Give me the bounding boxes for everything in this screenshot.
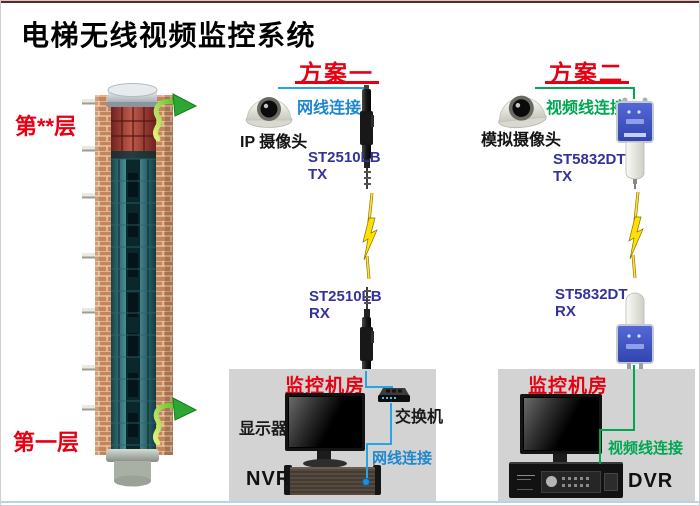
monitor-stand-1 xyxy=(317,451,331,460)
scheme2-cable-label: 视频线连接 xyxy=(546,100,627,117)
nvr-label: NVR xyxy=(246,468,292,490)
shaft-cap xyxy=(106,83,159,107)
top-exit-arrow-icon xyxy=(152,93,198,141)
rx-radio-unit-icon xyxy=(616,292,654,370)
dvr-device-icon xyxy=(509,462,623,498)
switch-icon xyxy=(378,388,410,402)
top-floor-label: 第**层 xyxy=(15,114,77,139)
monitor-base-1 xyxy=(303,459,347,468)
switch-label: 交换机 xyxy=(395,409,444,426)
monitoring-room-title-2: 监控机房 xyxy=(528,376,609,397)
wireless-lightning-icon xyxy=(362,192,378,280)
monitor-icon-1 xyxy=(285,393,365,451)
scheme1-cable-label: 网线连接 xyxy=(297,100,362,117)
wireless-lightning-icon xyxy=(628,191,644,279)
monitoring-room-title-1: 监控机房 xyxy=(285,376,366,397)
tx-role: TX xyxy=(308,166,328,183)
room2-cable-label: 视频线连接 xyxy=(608,440,684,457)
dvr-label: DVR xyxy=(628,470,674,492)
tx-device-label: ST2510LB TX xyxy=(308,149,381,183)
tx-model-2: ST5832DT xyxy=(553,151,626,168)
video-cable-line xyxy=(599,429,635,431)
nvr-right-ear xyxy=(373,465,381,495)
tx-antenna-icon xyxy=(360,85,374,189)
nvr-device-icon xyxy=(290,467,375,495)
tx-device-label-2: ST5832DT TX xyxy=(553,151,626,185)
video-cable-line xyxy=(599,431,601,464)
page-title: 电梯无线视频监控系统 xyxy=(21,20,317,51)
rx-role: RX xyxy=(309,305,330,322)
network-cable-line xyxy=(278,87,366,89)
elevator-shaft-illustration xyxy=(82,83,173,487)
monitor-label: 显示器 xyxy=(239,421,288,438)
nvr-cable-connector xyxy=(362,478,370,486)
scheme2-camera-label: 模拟摄像头 xyxy=(481,132,562,149)
glass-shaft xyxy=(111,107,156,449)
rx-model-2: ST5832DT xyxy=(555,286,628,303)
video-cable-line xyxy=(535,87,635,89)
rx-role-2: RX xyxy=(555,303,576,320)
network-cable-line xyxy=(390,403,392,445)
network-cable-line xyxy=(366,443,392,445)
rx-device-label: ST2510LB RX xyxy=(309,288,382,322)
network-cable-line xyxy=(366,445,368,480)
first-floor-label: 第一层 xyxy=(13,430,80,455)
video-cable-line xyxy=(633,365,635,431)
scheme1-camera-label: IP 摄像头 xyxy=(240,134,308,151)
network-cable-line xyxy=(365,386,393,388)
rx-model: ST2510LB xyxy=(309,288,382,305)
tx-model: ST2510LB xyxy=(308,149,381,166)
rx-device-label-2: ST5832DT RX xyxy=(555,286,628,320)
shaft-base xyxy=(106,449,159,487)
bottom-border xyxy=(1,501,699,503)
room1-cable-label: 网线连接 xyxy=(372,450,433,467)
video-cable-line xyxy=(633,88,635,99)
monitor-icon-2 xyxy=(520,394,602,454)
top-border xyxy=(1,1,699,3)
tx-radio-unit-icon xyxy=(616,97,654,189)
analog-dome-camera-icon xyxy=(498,95,547,129)
monitor-stand-2 xyxy=(553,454,567,463)
bottom-exit-arrow-icon xyxy=(152,397,198,445)
scheme1-underline xyxy=(295,81,379,84)
tx-role-2: TX xyxy=(553,168,573,185)
network-cable-line xyxy=(365,371,367,388)
scheme2-underline xyxy=(545,81,629,84)
nvr-left-ear xyxy=(284,465,292,495)
ip-dome-camera-icon xyxy=(245,97,293,128)
floor-ledges xyxy=(82,99,99,411)
rx-antenna-icon xyxy=(360,287,374,373)
